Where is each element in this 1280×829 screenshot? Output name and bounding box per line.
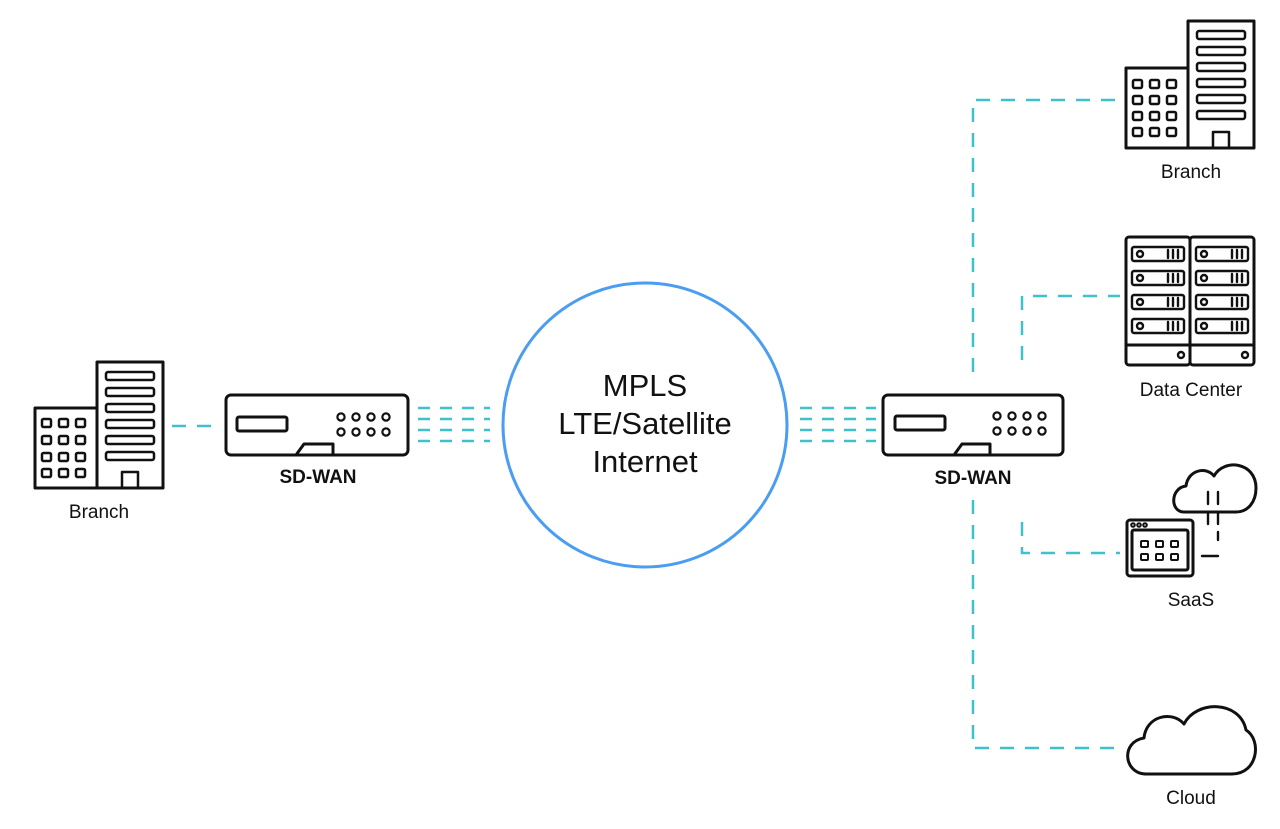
server-rack-icon — [1124, 235, 1256, 367]
right-sdwan-label: SD-WAN — [934, 468, 1011, 489]
destination-cloud-label: Cloud — [1166, 788, 1216, 809]
core-line-internet: Internet — [592, 444, 698, 479]
destination-data-center-label: Data Center — [1140, 380, 1243, 401]
office-building-icon — [1124, 19, 1256, 150]
network-ring — [501, 281, 789, 569]
core-line-mpls: MPLS — [603, 368, 687, 403]
link-bundle-right — [800, 406, 876, 443]
router-appliance-icon — [224, 393, 410, 457]
router-appliance-icon — [881, 393, 1065, 457]
destination-cloud: Cloud — [1126, 705, 1257, 809]
left-branch-label: Branch — [69, 502, 129, 523]
destination-data-center: Data Center — [1124, 235, 1256, 401]
link-bundle-left — [418, 406, 490, 443]
destination-saas: SaaS — [1125, 463, 1258, 611]
left-sdwan: SD-WAN — [224, 393, 410, 488]
destination-branch: Branch — [1124, 19, 1256, 183]
office-building-icon — [33, 360, 165, 490]
link-sdwan-to-branch-right — [971, 98, 1120, 372]
left-sdwan-label: SD-WAN — [279, 467, 356, 488]
left-branch: Branch — [33, 360, 165, 523]
link-sdwan-to-cloud — [971, 500, 1120, 750]
core-network: MPLS LTE/Satellite Internet — [501, 281, 789, 569]
destination-branch-label: Branch — [1161, 162, 1221, 183]
right-sdwan: SD-WAN — [881, 393, 1065, 489]
saas-app-window-icon — [1125, 463, 1258, 578]
link-sdwan-to-saas — [1020, 522, 1120, 555]
cloud-icon — [1126, 705, 1257, 776]
core-line-lte-satellite: LTE/Satellite — [558, 406, 731, 441]
link-sdwan-to-datacenter — [1020, 294, 1120, 360]
connection-lines — [172, 98, 1120, 750]
destination-saas-label: SaaS — [1168, 590, 1214, 611]
